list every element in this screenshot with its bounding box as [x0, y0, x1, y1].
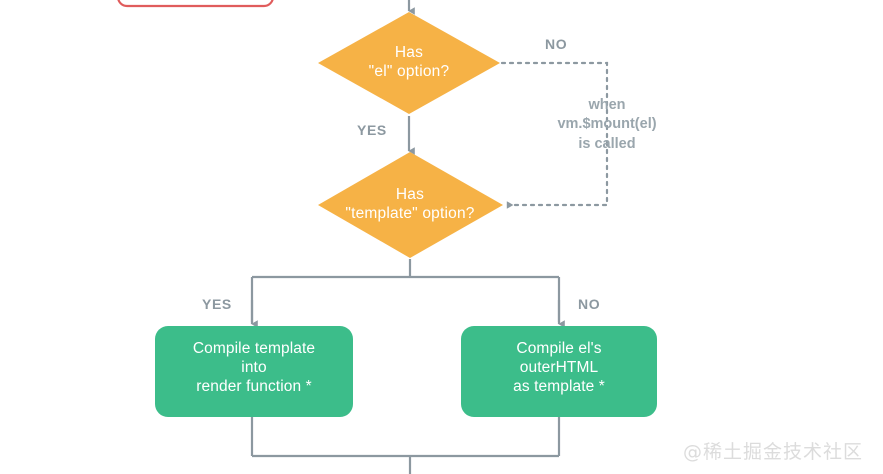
edge-merge-bus: [250, 417, 561, 474]
note-mount-called: when vm.$mount(el) is called: [557, 97, 657, 152]
process-compile-template-shape: [155, 326, 353, 417]
edge-el-no-dotted: [500, 61, 609, 209]
highlight-rect: [117, 0, 274, 8]
watermark: @稀土掘金技术社区: [682, 441, 863, 463]
decision-template-shape: [318, 152, 503, 258]
edge-label-template-no: NO: [578, 296, 601, 312]
edge-label-el-yes: YES: [357, 122, 387, 138]
edge-label-el-no: NO: [545, 36, 568, 52]
decision-el-shape: [318, 12, 500, 114]
edge-label-template-yes: YES: [202, 296, 232, 312]
edge-template-split-bus: [250, 259, 561, 322]
process-compile-outerhtml-shape: [461, 326, 657, 417]
